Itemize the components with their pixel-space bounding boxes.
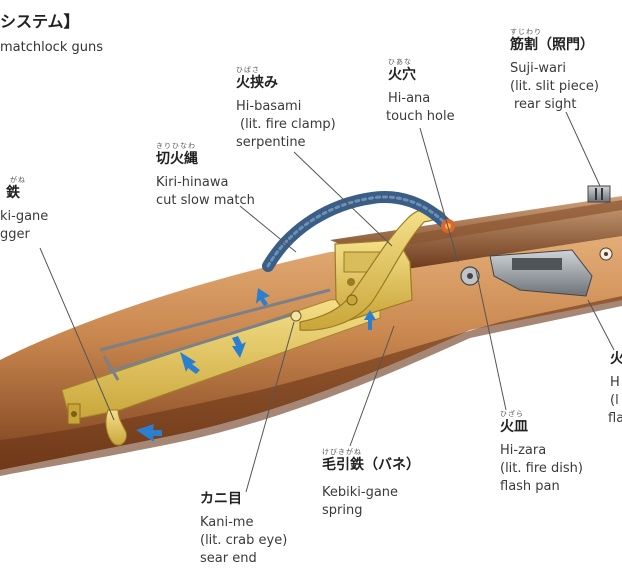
label-sujiwari-lit: (lit. slit piece) [510, 79, 599, 94]
label-hiana-en: touch hole [386, 109, 455, 124]
rivet-flower [599, 247, 613, 261]
label-hibasami: ひばさ 火挟み [236, 66, 278, 92]
arrow-left-lever [180, 352, 200, 374]
leader-hibasami [293, 151, 393, 247]
arrow-serpentine [256, 288, 270, 306]
label-trigger: がね 鉄 [6, 176, 26, 202]
label-hiana-romaji: Hi-ana [388, 91, 431, 106]
label-right-jp: 火 [610, 351, 622, 367]
label-hizara-en: flash pan [500, 479, 560, 494]
label-hizara-jp: 火皿 [500, 419, 528, 435]
label-hibasami-lit: (lit. fire clamp) [240, 117, 336, 132]
spring-mechanism [99, 288, 331, 381]
label-sujiwari-jp: 筋割（照門） [510, 37, 594, 53]
crab-eye [290, 310, 302, 322]
label-trigger-furigana: がね [10, 176, 26, 184]
label-sujiwari: すじわり 筋割（照門） [510, 28, 594, 54]
label-sujiwari-romaji: Suji-wari [510, 61, 566, 76]
label-kanime-jp: カニ目 [200, 491, 242, 507]
arrow-spring-up [364, 310, 376, 330]
leader-kebikigane [349, 325, 395, 447]
label-hiana-jp: 火穴 [388, 67, 416, 83]
label-kirihinawa: きりひなわ 切火縄 [156, 142, 198, 168]
label-hizara-furigana: ひざら [500, 410, 524, 418]
leader-right [587, 299, 615, 351]
leader-hiana [419, 127, 459, 263]
label-kebikigane-furigana: けびきがね [322, 448, 362, 456]
label-hizara-lit: (lit. fire dish) [500, 461, 583, 476]
leader-lines [39, 111, 615, 493]
leader-kirihinawa [239, 205, 297, 253]
leader-sujiwari [565, 111, 601, 187]
label-hibasami-romaji: Hi-basami [236, 99, 302, 114]
rear-sight [587, 185, 611, 203]
label-kebikigane-romaji: Kebiki-gane [322, 485, 399, 500]
label-kanime-lit: (lit. crab eye) [200, 533, 288, 548]
trigger [105, 409, 127, 446]
page-subtitle: matchlock guns [0, 40, 103, 55]
label-trigger-jp: 鉄 [6, 185, 20, 201]
gun-stock [0, 228, 622, 470]
label-right-l1: H [610, 375, 620, 390]
barrel-top-band [400, 200, 622, 246]
label-hibasami-jp: 火挟み [236, 75, 278, 91]
label-kirihinawa-romaji: Kiri-hinawa [156, 175, 229, 190]
label-trigger-en: gger [0, 227, 30, 242]
label-hibasami-furigana: ひばさ [236, 66, 260, 74]
label-kanime-romaji: Kani-me [200, 515, 254, 530]
label-kirihinawa-en: cut slow match [156, 193, 255, 208]
label-trigger-romaji: ki-gane [0, 209, 49, 224]
leader-trigger [39, 247, 115, 421]
arrow-mid-lever [232, 336, 246, 358]
label-kanime-en: sear end [200, 551, 257, 566]
label-kebikigane-jp: 毛引鉄（バネ） [322, 457, 420, 473]
label-kebikigane: けびきがね 毛引鉄（バネ） [322, 448, 420, 474]
motion-arrows [136, 288, 376, 442]
label-right-l2: (l [610, 393, 619, 408]
label-kirihinawa-jp: 切火縄 [156, 151, 198, 167]
flash-pan [460, 249, 593, 297]
label-hiana-furigana: ひあな [388, 58, 412, 66]
page-title: システム】 [0, 12, 80, 31]
label-kebikigane-en: spring [322, 503, 363, 518]
label-sujiwari-en: rear sight [514, 97, 577, 112]
label-hizara-romaji: Hi-zara [500, 443, 547, 458]
arrow-trigger [136, 424, 162, 442]
label-hizara: ひざら 火皿 [500, 410, 528, 436]
leader-kanime [245, 321, 295, 493]
label-hiana: ひあな 火穴 [388, 58, 416, 84]
label-hibasami-en: serpentine [236, 135, 306, 150]
label-kirihinawa-furigana: きりひなわ [156, 142, 196, 150]
leader-hizara [475, 269, 507, 411]
label-right-l3: fla [608, 411, 622, 426]
label-sujiwari-furigana: すじわり [510, 28, 542, 36]
